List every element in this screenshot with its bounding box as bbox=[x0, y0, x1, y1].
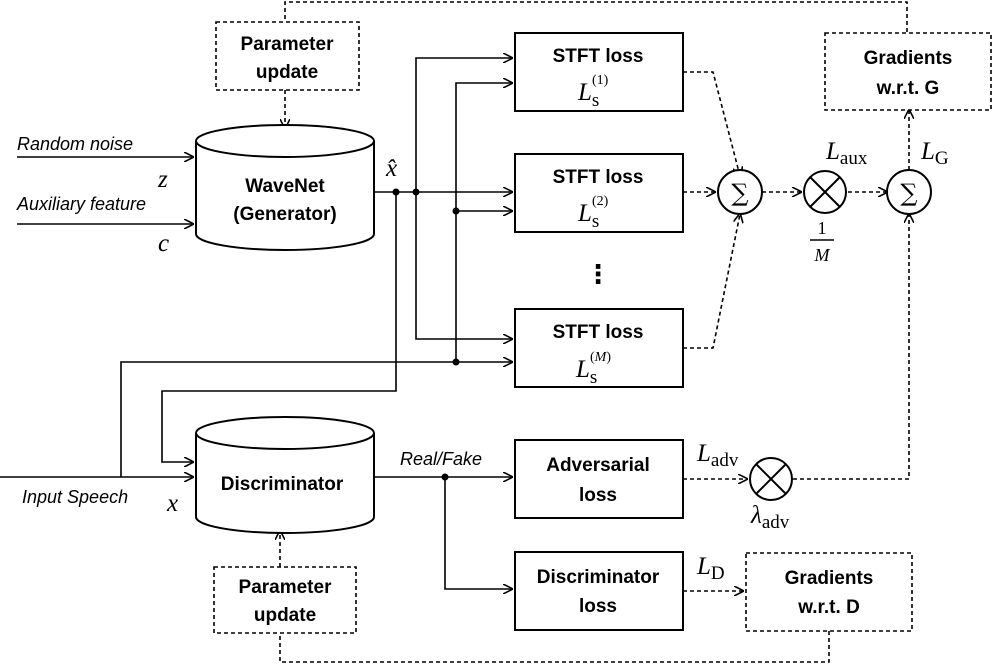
ellipsis: ⋮ bbox=[585, 260, 611, 290]
random-noise-label: Random noise bbox=[17, 134, 133, 154]
gradients-g-node: Gradients w.r.t. G bbox=[824, 32, 992, 111]
dashed-connections bbox=[279, 1, 909, 663]
junction-dot bbox=[441, 473, 449, 481]
solid-connections bbox=[0, 58, 512, 589]
stftm-to-sum bbox=[683, 214, 740, 349]
scale-node bbox=[803, 170, 847, 214]
discriminator-loss-node: Discriminator loss bbox=[514, 551, 684, 631]
junction-dot bbox=[452, 207, 460, 215]
param-update-top-line1: Parameter bbox=[241, 34, 335, 55]
sum-node: ∑ bbox=[717, 169, 763, 215]
gradients-d-line2: w.r.t. D bbox=[797, 597, 860, 618]
junction-dot bbox=[452, 358, 460, 366]
stft-loss-m-index: (M) bbox=[590, 350, 611, 365]
lambda-scale-node bbox=[749, 457, 793, 501]
feedback-line-d bbox=[279, 631, 830, 663]
wavenet-generator-node: WaveNet (Generator) bbox=[195, 124, 375, 251]
sum-g-node: ∑ bbox=[886, 169, 932, 215]
gen-loss-symbol: LG bbox=[920, 138, 949, 169]
adv-loss-symbol: Ladv bbox=[696, 440, 739, 471]
gen-to-disc bbox=[161, 192, 397, 462]
lambda-to-sumg bbox=[793, 214, 909, 480]
aux-feature-label: Auxiliary feature bbox=[16, 194, 146, 214]
speech-to-stft1 bbox=[455, 83, 512, 211]
param-update-bottom-line2: update bbox=[254, 605, 316, 626]
stft-loss-m-symbol: Ls bbox=[575, 356, 597, 388]
gen-to-stft1 bbox=[415, 58, 512, 192]
stft1-to-sum bbox=[683, 71, 740, 176]
sum-icon: ∑ bbox=[731, 179, 748, 207]
sum-g-icon: ∑ bbox=[900, 179, 917, 207]
param-update-bottom-node: Parameter update bbox=[213, 566, 357, 634]
stft-loss-1-node: STFT loss Ls (1) bbox=[514, 32, 684, 112]
input-speech-label: Input Speech bbox=[22, 487, 128, 507]
aux-symbol: c bbox=[158, 230, 169, 257]
stft-loss-2-symbol: Ls bbox=[577, 200, 599, 232]
speech-to-stftm bbox=[120, 362, 512, 477]
discriminator-label: Discriminator bbox=[221, 474, 344, 495]
gradients-d-line1: Gradients bbox=[785, 568, 874, 589]
junction-dot bbox=[412, 188, 420, 196]
stft-loss-2-node: STFT loss Ls (2) bbox=[514, 153, 684, 233]
adversarial-loss-node: Adversarial loss bbox=[514, 439, 684, 519]
junction-dots bbox=[392, 188, 460, 481]
lambda-symbol: λadv bbox=[750, 502, 790, 533]
speech-symbol: x bbox=[166, 490, 178, 517]
generator-label: (Generator) bbox=[233, 204, 336, 225]
real-fake-label: Real/Fake bbox=[400, 449, 482, 469]
stft-loss-2-label: STFT loss bbox=[553, 167, 644, 188]
gradients-g-line1: Gradients bbox=[864, 48, 953, 69]
aux-loss-symbol: Laux bbox=[825, 138, 868, 169]
discriminator-loss-line1: Discriminator bbox=[537, 567, 660, 588]
fraction-numerator: 1 bbox=[818, 218, 827, 238]
fraction-denominator: M bbox=[814, 245, 831, 265]
stft-loss-1-symbol: Ls bbox=[577, 79, 599, 111]
stft-loss-1-label: STFT loss bbox=[553, 46, 644, 67]
gen-to-stftm bbox=[415, 192, 512, 339]
multiply-icon bbox=[809, 176, 841, 208]
gradients-d-node: Gradients w.r.t. D bbox=[745, 552, 913, 632]
feedback-line-g bbox=[284, 1, 908, 32]
adversarial-loss-line1: Adversarial bbox=[546, 455, 650, 476]
discriminator-loss-line2: loss bbox=[579, 596, 617, 617]
noise-symbol: z bbox=[157, 166, 168, 193]
stft-loss-m-node: STFT loss Ls (M) bbox=[514, 308, 684, 388]
stft-loss-m-label: STFT loss bbox=[553, 322, 644, 343]
d-loss-symbol: LD bbox=[696, 553, 725, 584]
disc-to-dloss bbox=[444, 477, 512, 589]
multiply-icon bbox=[755, 463, 787, 495]
gradients-g-line2: w.r.t. G bbox=[876, 78, 940, 99]
wavenet-label: WaveNet bbox=[245, 176, 325, 197]
adversarial-loss-line2: loss bbox=[579, 485, 617, 506]
stft-loss-1-index: (1) bbox=[592, 73, 609, 88]
param-update-bottom-line1: Parameter bbox=[239, 577, 333, 598]
scale-fraction: 1 M bbox=[810, 218, 834, 265]
generator-output-symbol: x̂ bbox=[385, 155, 397, 182]
param-update-top-node: Parameter update bbox=[215, 21, 360, 91]
stft-loss-2-index: (2) bbox=[592, 194, 609, 209]
discriminator-node: Discriminator bbox=[195, 416, 375, 534]
param-update-top-line2: update bbox=[256, 62, 318, 83]
junction-dot bbox=[392, 188, 400, 196]
